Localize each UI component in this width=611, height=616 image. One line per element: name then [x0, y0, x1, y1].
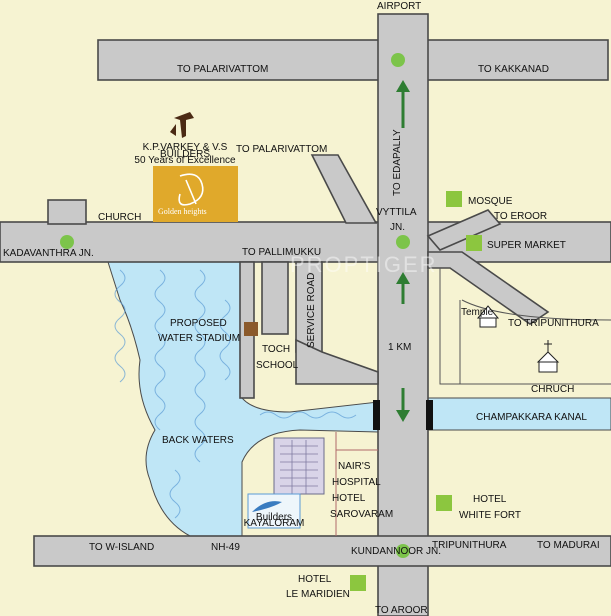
label-school: SCHOOL — [256, 360, 299, 371]
label-chruch: CHRUCH — [531, 384, 574, 395]
label-to-palarivattom-mid: TO PALARIVATTOM — [236, 144, 327, 155]
water-waves — [114, 269, 357, 519]
label-kadavanthra: KADAVANTHRA JN. — [3, 248, 94, 259]
road-service — [295, 261, 323, 353]
chruch-right-icon — [536, 340, 560, 373]
road-eroor — [426, 209, 502, 251]
label-hotel-c: HOTEL — [298, 574, 332, 585]
label-to-kakkanad: TO KAKKANAD — [478, 64, 549, 75]
label-jn: JN. — [390, 222, 405, 233]
label-nh49: NH-49 — [211, 542, 240, 553]
junction-kundannoor — [396, 544, 410, 558]
label-vyttila: VYTTILA — [376, 207, 417, 218]
label-temple: Temple — [461, 307, 494, 318]
label-tripunithura: TRIPUNITHURA — [432, 540, 507, 551]
kpvarkey-logo: K.P.VARKEY & V.S BUILDERS 50 Years of Ex… — [134, 112, 236, 166]
label-water-stadium: WATER STADIUM — [158, 333, 240, 344]
minor-road-temple — [439, 268, 611, 385]
label-service-road: SERVICE ROAD — [306, 273, 317, 348]
bridge-left — [373, 400, 380, 430]
minor-road-tripunithura — [461, 299, 611, 321]
arrow-up-2 — [396, 272, 410, 304]
mosque-marker — [446, 191, 462, 207]
label-one-km: 1 KM — [388, 342, 411, 353]
label-airport: AIRPORT — [377, 1, 421, 12]
building-windows — [280, 440, 318, 494]
label-sarovaram: SAROVARAM — [330, 509, 393, 520]
building-image — [273, 437, 325, 495]
label-church-left: CHURCH — [98, 212, 141, 223]
label-hotel-a: HOTEL — [332, 493, 366, 504]
label-kundannoor: KUNDANNOOR JN. — [351, 546, 441, 557]
kayaloram-emblem-icon — [252, 501, 282, 512]
label-to-pallimukku: TO PALLIMUKKU — [242, 247, 321, 258]
label-to-madurai: TO MADURAI — [537, 540, 600, 551]
label-le-maridien: LE MARIDIEN — [286, 589, 350, 600]
golden-heights-emblem-icon — [178, 173, 204, 206]
direction-arrows — [396, 80, 410, 422]
label-nairs: NAIR'S — [338, 461, 371, 472]
label-back-waters: BACK WATERS — [162, 435, 234, 446]
label-mosque: MOSQUE — [468, 196, 513, 207]
road-palarivattom-diagonal — [310, 154, 378, 224]
backwaters-area — [107, 261, 379, 537]
road-top — [97, 39, 609, 81]
label-proposed: PROPOSED — [170, 318, 227, 329]
hotel-whitefort-marker — [436, 495, 452, 511]
builder-emblem-icon — [174, 112, 194, 138]
label-to-aroor: TO AROOR — [375, 605, 428, 616]
golden-heights-logo: Golden heights — [153, 166, 238, 222]
champakkara-canal — [427, 397, 611, 431]
road-network — [0, 13, 611, 616]
label-hospital: HOSPITAL — [332, 477, 381, 488]
label-white-fort: WHITE FORT — [459, 510, 521, 521]
label-toch: TOCH — [262, 344, 290, 355]
builder-line2: BUILDERS — [160, 149, 210, 160]
builder-line1: K.P.VARKEY & V.S — [143, 142, 228, 153]
kayaloram-line2: KAYALORAM — [244, 518, 305, 529]
label-to-tripunithura: TO TRIPUNITHURA — [508, 318, 599, 329]
road-service-lower — [295, 338, 379, 385]
supermarket-marker — [466, 235, 482, 251]
label-to-edapally: TO EDAPALLY — [392, 129, 403, 196]
toch-school-marker — [244, 322, 258, 336]
road-nh49 — [33, 535, 611, 567]
label-to-eroor: TO EROOR — [494, 211, 547, 222]
kayaloram-logo: Builders KAYALORAM — [244, 437, 325, 529]
road-tripunithura — [427, 251, 550, 325]
hotel-lemaridien-marker — [350, 575, 366, 591]
kayaloram-line1: Builders — [256, 512, 292, 523]
junction-vyttila — [396, 235, 410, 249]
golden-heights-name: Golden heights — [158, 207, 207, 216]
map-labels: AIRPORT TO PALARIVATTOM TO KAKKANAD TO P… — [3, 1, 600, 616]
label-to-w-island: TO W-ISLAND — [89, 542, 154, 553]
arrow-up-1 — [396, 80, 410, 128]
builder-line3: 50 Years of Excellence — [134, 155, 236, 166]
temple-icon — [476, 305, 500, 328]
label-to-palarivattom-top: TO PALARIVATTOM — [177, 64, 268, 75]
label-super-market: SUPER MARKET — [487, 240, 566, 251]
road-toch — [261, 261, 289, 335]
road-nh47 — [377, 13, 429, 616]
junction-kadavanthra — [60, 235, 74, 249]
junction-airport — [391, 53, 405, 67]
label-champakkara: CHAMPAKKARA KANAL — [476, 412, 587, 423]
bridge-right — [426, 400, 433, 430]
watermark: PROPTIGER — [290, 252, 438, 277]
label-hotel-b: HOTEL — [473, 494, 507, 505]
road-church-spur — [47, 199, 87, 225]
arrow-down-1 — [396, 388, 410, 422]
minor-roads — [335, 268, 611, 536]
